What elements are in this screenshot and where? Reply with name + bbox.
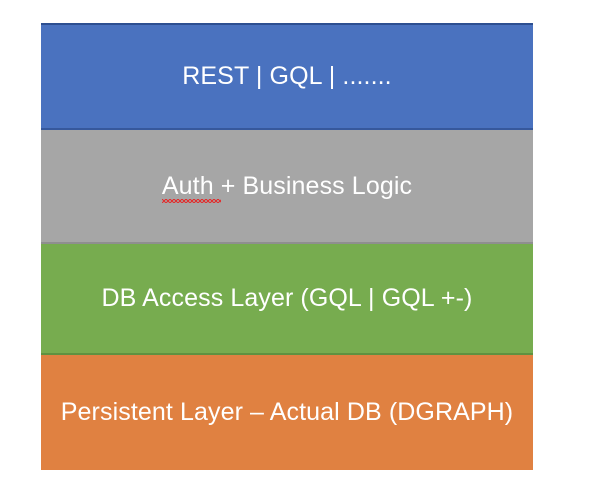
layered-architecture-diagram: REST | GQL | ....... Auth + Business Log…: [41, 23, 533, 470]
layer-db-access: DB Access Layer (GQL | GQL +-): [41, 244, 533, 355]
layer-api-label: REST | GQL | .......: [182, 62, 392, 90]
layer-persistent-label: Persistent Layer – Actual DB (DGRAPH): [60, 398, 514, 426]
layer-db-access-label: DB Access Layer (GQL | GQL +-): [101, 284, 473, 312]
layer-auth: Auth + Business Logic: [41, 130, 533, 244]
layer-api: REST | GQL | .......: [41, 23, 533, 130]
spellcheck-squiggle-icon: [161, 198, 221, 203]
layer-auth-label: Auth + Business Logic: [161, 171, 413, 200]
layer-persistent: Persistent Layer – Actual DB (DGRAPH): [41, 355, 533, 470]
